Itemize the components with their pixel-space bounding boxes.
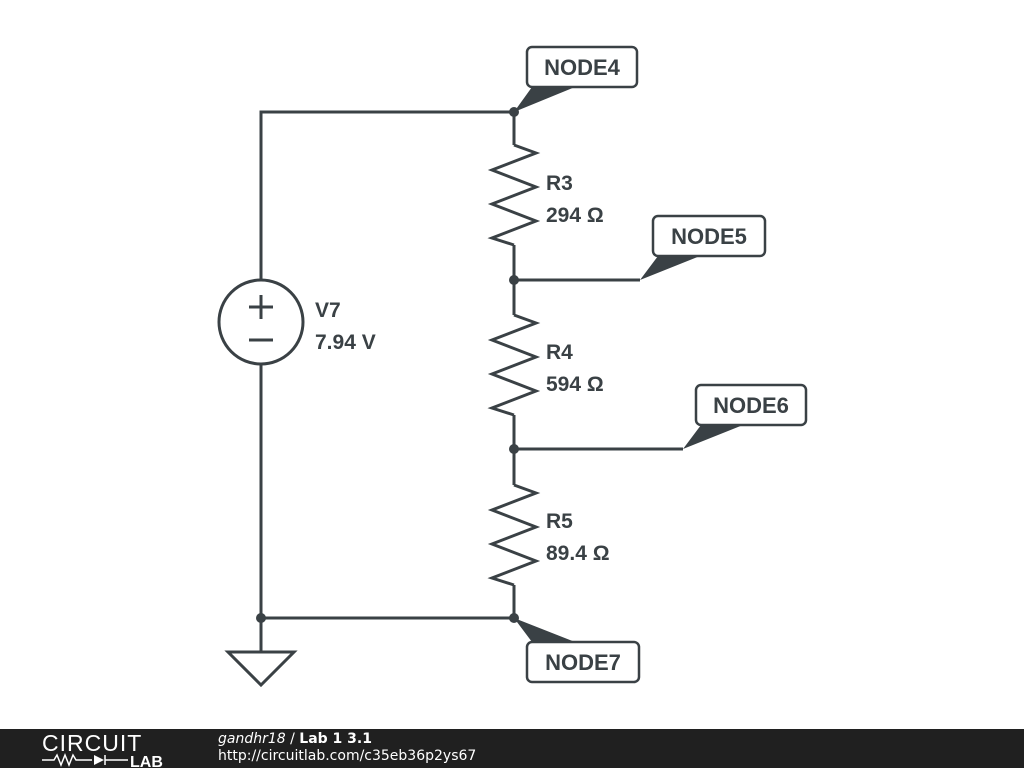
footer-text: gandhr18 / Lab 1 3.1 http://circuitlab.c… [218, 731, 476, 765]
resistor-r3-value: 294 Ω [546, 204, 604, 227]
wires [259, 110, 683, 652]
circuitlab-logo[interactable]: CIRCUIT LAB [42, 731, 182, 767]
source-name: V7 [315, 299, 341, 322]
svg-text:CIRCUIT: CIRCUIT [42, 731, 142, 756]
resistor-r3-name: R3 [546, 172, 573, 195]
voltage-source-v7[interactable] [217, 278, 305, 366]
footer-bar: CIRCUIT LAB gandhr18 / Lab 1 3.1 http://… [0, 729, 1024, 768]
resistor-r4-name: R4 [546, 341, 573, 364]
node-label-node7[interactable]: NODE7 [514, 618, 641, 684]
svg-text:LAB: LAB [130, 754, 163, 767]
junction-ground [256, 613, 266, 623]
node-label-node4[interactable]: NODE4 [514, 45, 639, 112]
circuit-url-link[interactable]: http://circuitlab.com/c35eb36p2ys67 [218, 748, 477, 764]
ground-icon [224, 650, 298, 688]
svg-text:NODE5: NODE5 [671, 224, 747, 249]
svg-text:NODE7: NODE7 [545, 650, 621, 675]
junction-node6 [509, 444, 519, 454]
node-label-node6[interactable]: NODE6 [683, 383, 808, 449]
resistor-r3[interactable] [487, 143, 541, 247]
node-label-node5[interactable]: NODE5 [640, 214, 767, 280]
resistor-r5-value: 89.4 Ω [546, 542, 610, 565]
author-link[interactable]: gandhr18 [218, 731, 286, 747]
resistor-r5-name: R5 [546, 510, 573, 533]
source-value: 7.94 V [315, 331, 376, 354]
svg-text:NODE4: NODE4 [544, 55, 621, 80]
circuit-title[interactable]: Lab 1 3.1 [299, 731, 372, 747]
resistor-r4[interactable] [487, 313, 541, 417]
circuit-schematic: V7 7.94 V R3 294 Ω R4 594 Ω R5 89.4 Ω NO… [217, 45, 808, 688]
resistor-r5[interactable] [487, 483, 541, 587]
junction-node5 [509, 275, 519, 285]
resistor-r4-value: 594 Ω [546, 373, 604, 396]
svg-text:NODE6: NODE6 [713, 393, 789, 418]
breadcrumb-separator: / [290, 731, 295, 747]
